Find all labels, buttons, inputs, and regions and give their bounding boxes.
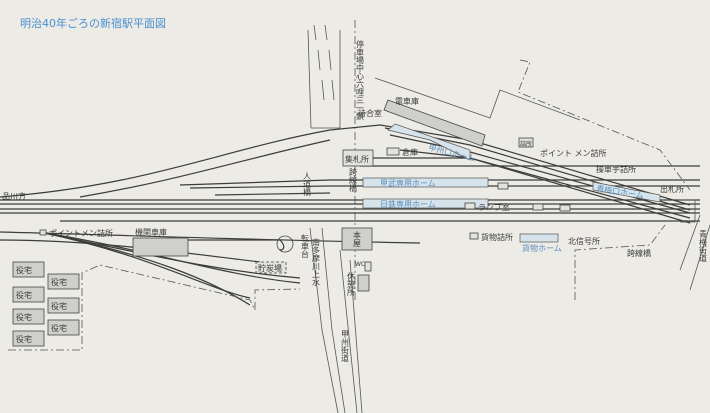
- pointmen-lower-hut: [39, 229, 47, 236]
- label-main-building: 本屋: [353, 230, 362, 248]
- label-pointmen-lower: ポイントメン詰所: [49, 228, 113, 238]
- shunting-hut: [532, 203, 544, 211]
- label-ome-kaido: 青梅街道: [699, 229, 708, 263]
- wc: [364, 261, 372, 272]
- residence: [12, 330, 45, 347]
- residence-label: 役宅: [16, 290, 32, 300]
- warehouse: [386, 147, 400, 156]
- ome-platform: [592, 181, 661, 203]
- ome-kaido-road: [679, 214, 710, 291]
- label-ticket-office: 出札所: [660, 184, 684, 194]
- label-footbridge: 人道橋: [303, 172, 312, 197]
- label-center-marker: 停車場中心六哩三一鎖: [356, 39, 365, 121]
- label-shunting-office: 操車手詰所: [596, 164, 636, 174]
- residence-label: 役宅: [16, 265, 32, 275]
- rest-house: [357, 274, 370, 292]
- koshu-platform: [387, 123, 471, 161]
- label-aqueduct: 南多摩川上水: [312, 237, 321, 286]
- pointmen-hut: [497, 182, 509, 190]
- label-ticket-collection: 集札所: [345, 154, 369, 164]
- residence-label: 役宅: [51, 323, 67, 333]
- aqueduct: [309, 227, 346, 413]
- residence: [47, 297, 80, 314]
- engine-shed: [132, 237, 189, 257]
- residence-label: 役宅: [51, 301, 67, 311]
- property-boundary-east: [574, 224, 666, 300]
- train-shed: [383, 99, 486, 147]
- residence: [12, 308, 45, 325]
- residence-label: 役宅: [16, 312, 32, 322]
- residence-label: 役宅: [51, 277, 67, 287]
- label-waiting-room: 待合室: [358, 108, 382, 118]
- label-rest-house: 休憩所: [347, 271, 356, 297]
- label-train-shed: 電車庫: [395, 96, 419, 106]
- property-boundary-north: [517, 59, 691, 191]
- residence: [12, 286, 45, 303]
- label-overpass-center: 跨線橋: [349, 168, 358, 193]
- label-koshu-kaido: 甲州街道: [341, 330, 350, 363]
- label-nittetsu-platform: 日鉄専用ホーム: [380, 199, 436, 209]
- freight-office: [469, 232, 479, 240]
- ticket-collection-building: [342, 149, 374, 167]
- nittetsu-platform: [362, 198, 489, 209]
- koshu-kaido-road: [339, 249, 363, 413]
- label-pointmen-upper: ポイント メン詰所: [540, 148, 607, 158]
- coal-yard: [255, 261, 287, 274]
- residence: [12, 261, 45, 278]
- label-wc: WC: [355, 261, 365, 268]
- signal-hut: [559, 204, 571, 212]
- residences: 役宅 役宅 役宅 役宅 役宅 役宅 役宅: [12, 261, 80, 347]
- label-shinagawa-direction: 品川方: [2, 191, 26, 201]
- label-freight-platform: 貨物ホーム: [522, 243, 562, 253]
- lamp-room: [464, 202, 476, 210]
- label-north-signal: 北信号所: [568, 236, 600, 246]
- kobu-platform: [362, 177, 489, 188]
- main-building: [341, 227, 373, 251]
- north-road: [307, 24, 341, 129]
- residence-label: 役宅: [16, 334, 32, 344]
- residence: [47, 273, 80, 290]
- property-boundary-west: [8, 264, 301, 351]
- label-kobu-platform: 甲武専用ホーム: [380, 178, 436, 188]
- label-engine-shed: 機関車庫: [135, 227, 167, 237]
- label-overpass-right: 跨線橋: [627, 248, 651, 258]
- diagram-title: 明治40年ごろの新宿駅平面図: [20, 16, 166, 30]
- office-small: [518, 137, 534, 148]
- label-coal-yard: 貯炭場: [258, 263, 282, 273]
- residence: [47, 319, 80, 336]
- overpass-right-structure: [680, 199, 696, 223]
- label-warehouse: 倉庫: [402, 147, 418, 157]
- freight-platform: [519, 233, 559, 243]
- train-shed-boundary: [374, 77, 581, 121]
- label-lamp-room: ランプ室: [478, 202, 510, 212]
- label-freight-office: 貨物詰所: [481, 232, 513, 242]
- label-office-small: 詰所: [520, 140, 532, 148]
- turntable: [276, 235, 294, 253]
- label-turntable: 転車台: [301, 234, 310, 259]
